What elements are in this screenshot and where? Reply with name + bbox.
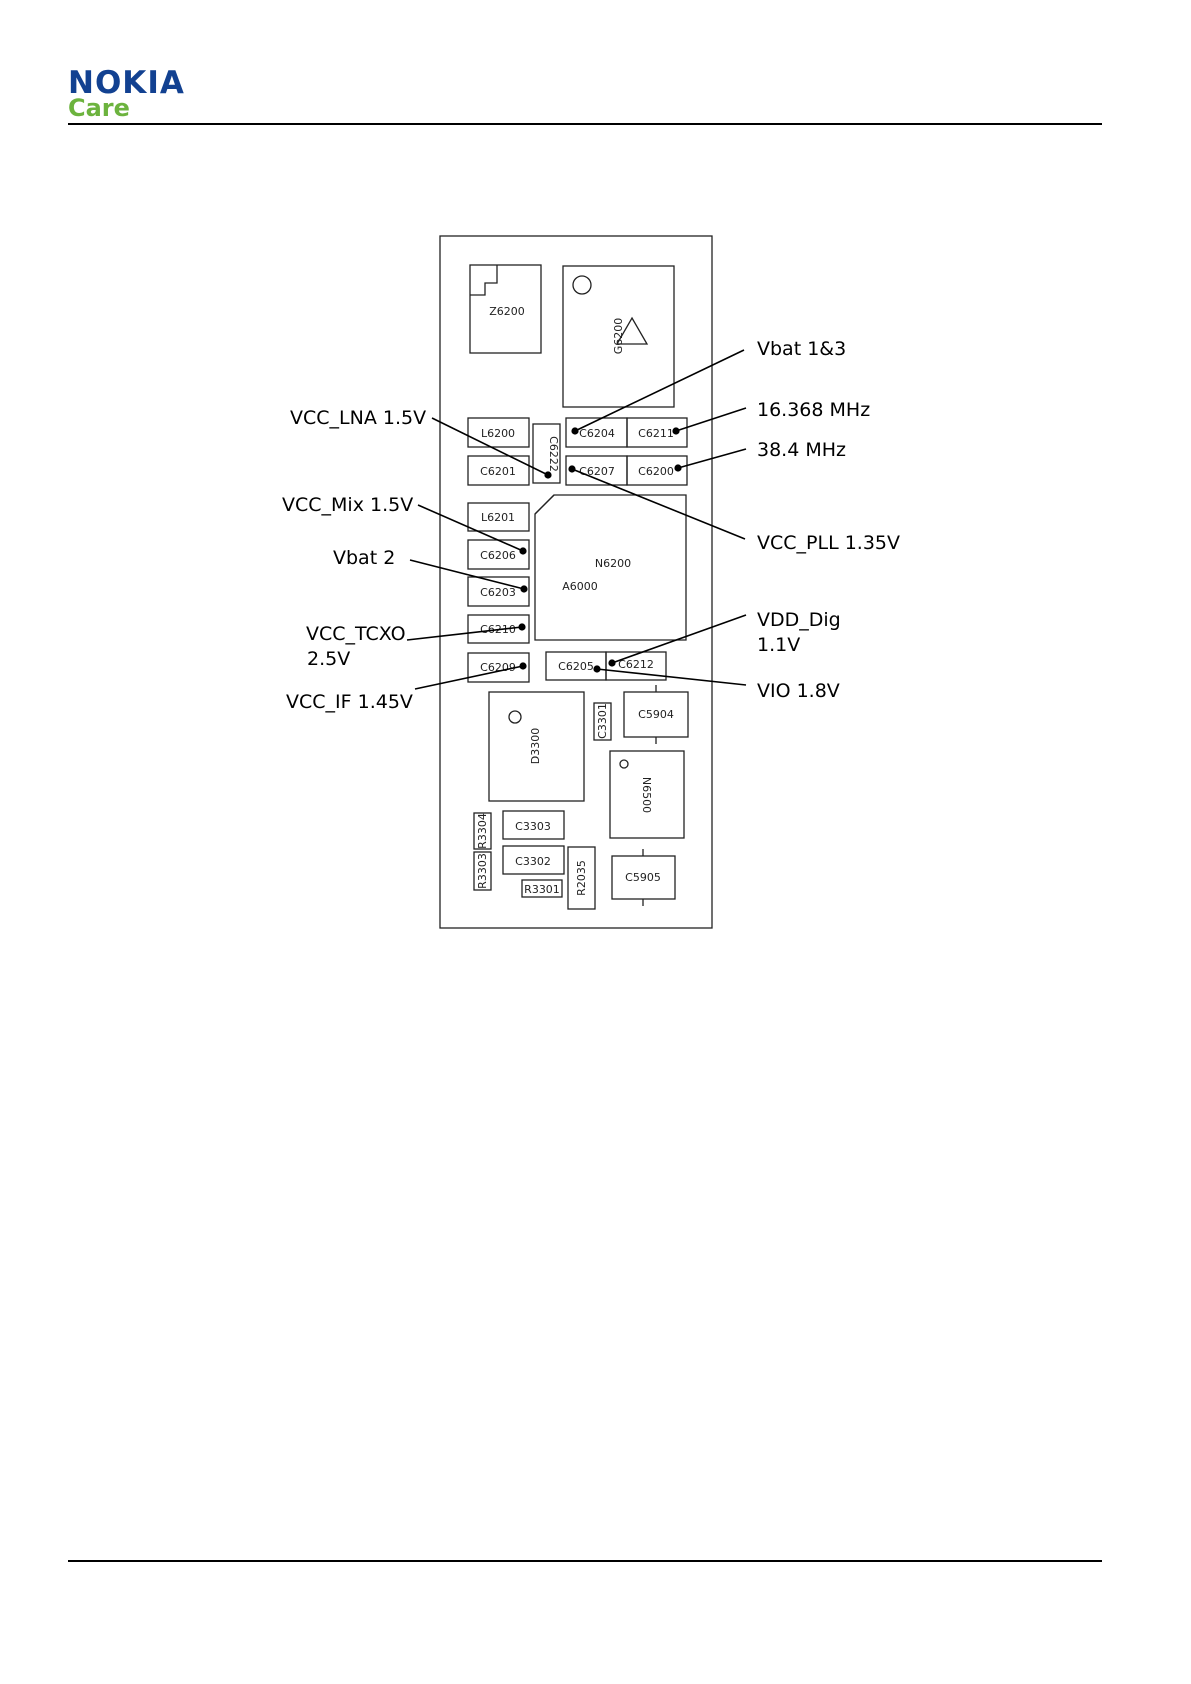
leader-38mhz [677,448,747,469]
callout-vcc-lna: VCC_LNA 1.5V [290,407,426,429]
callout-vcc-pll: VCC_PLL 1.35V [757,532,900,554]
label-n6500: N6500 [640,777,653,813]
point-vcc-lna [544,471,552,479]
label-c6200: C6200 [638,465,674,478]
leader-vcc-tcxo [406,626,523,641]
label-c6207: C6207 [579,465,615,478]
n6200-chamfer [534,494,555,515]
component-r3303 [473,851,492,891]
component-l6201 [467,502,530,532]
label-c3302: C3302 [515,855,551,868]
component-g6200 [562,265,675,408]
label-c5904: C5904 [638,708,674,721]
component-r3304 [473,812,492,850]
callout-16mhz: 16.368 MHz [757,399,870,421]
label-z6200: Z6200 [489,305,525,318]
label-c3301: C3301 [596,703,609,739]
component-r2035 [567,846,596,910]
label-n6200: N6200 [595,557,631,570]
label-c6211: C6211 [638,427,674,440]
label-d3300: D3300 [529,728,542,764]
label-r3304: R3304 [476,813,489,849]
leader-vcc-lna [431,417,549,476]
component-c6210 [467,614,530,644]
component-d3300 [488,691,585,802]
leader-vcc-mix [417,504,524,552]
point-vcc-if [519,662,527,670]
component-r3301 [521,879,563,898]
component-c6201 [467,455,530,486]
point-vcc-mix [519,547,527,555]
label-c6212: C6212 [618,658,654,671]
point-vbat2 [520,585,528,593]
label-r2035: R2035 [575,860,588,896]
component-c3301 [593,702,612,741]
callout-38mhz: 38.4 MHz [757,439,846,461]
label-c6204: C6204 [579,427,615,440]
d3300-pin1-mark [508,710,522,724]
component-c6212 [605,651,667,681]
logo-brand: NOKIA [68,65,185,101]
callout-vdd-dig-line1: VDD_Dig [757,609,841,631]
header-rule [68,123,1102,125]
leader-vbat2 [409,559,525,590]
component-c3303 [502,810,565,840]
leader-vbat13 [574,349,745,432]
callout-vcc-tcxo-line2: 2.5V [307,648,350,670]
leader-vio [596,668,747,686]
label-c6209: C6209 [480,661,516,674]
label-c3303: C3303 [515,820,551,833]
label-c5905: C5905 [625,871,661,884]
board-outline [439,235,713,929]
z6200-marking [470,265,498,296]
label-c6201: C6201 [480,465,516,478]
leader-vcc-if [414,665,524,690]
point-vbat13 [571,427,579,435]
component-c6203 [467,576,530,607]
point-vio [593,665,601,673]
component-c6211 [626,417,688,448]
callout-vdd-dig-line2: 1.1V [757,634,800,656]
label-a6000: A6000 [562,580,598,593]
label-r3303: R3303 [476,853,489,889]
leader-vcc-pll [571,468,746,540]
label-c6222: C6222 [547,436,560,472]
callout-vcc-if: VCC_IF 1.45V [286,691,413,713]
label-c6205: C6205 [558,660,594,673]
leader-16mhz [675,407,747,432]
footer-rule [68,1560,1102,1562]
component-c6200 [626,455,688,486]
leader-vdd-dig [611,614,747,664]
point-vcc-tcxo [518,623,526,631]
label-g6200: G6200 [612,318,625,355]
point-16mhz [672,427,680,435]
point-vcc-pll [568,465,576,473]
component-l6200 [467,417,530,448]
label-r3301: R3301 [524,883,560,896]
label-l6201: L6201 [481,511,515,524]
n6500-pin1-mark [619,759,629,769]
point-vdd-dig [608,659,616,667]
label-c6203: C6203 [480,586,516,599]
label-l6200: L6200 [481,427,515,440]
logo-sub-brand: Care [68,94,130,122]
g6200-pin1-mark [572,275,592,295]
label-c6206: C6206 [480,549,516,562]
callout-vcc-tcxo-line1: VCC_TCXO [306,623,406,645]
callout-vio: VIO 1.8V [757,680,840,702]
component-z6200 [469,264,542,354]
component-n6500 [609,750,685,839]
component-c6222 [532,423,561,484]
point-38mhz [674,464,682,472]
g6200-triangle-mark [615,316,649,345]
callout-vbat13: Vbat 1&3 [757,338,846,360]
callout-vbat2: Vbat 2 [333,547,395,569]
component-c3302 [502,845,565,875]
component-c6209 [467,652,530,683]
callout-vcc-mix: VCC_Mix 1.5V [282,494,413,516]
